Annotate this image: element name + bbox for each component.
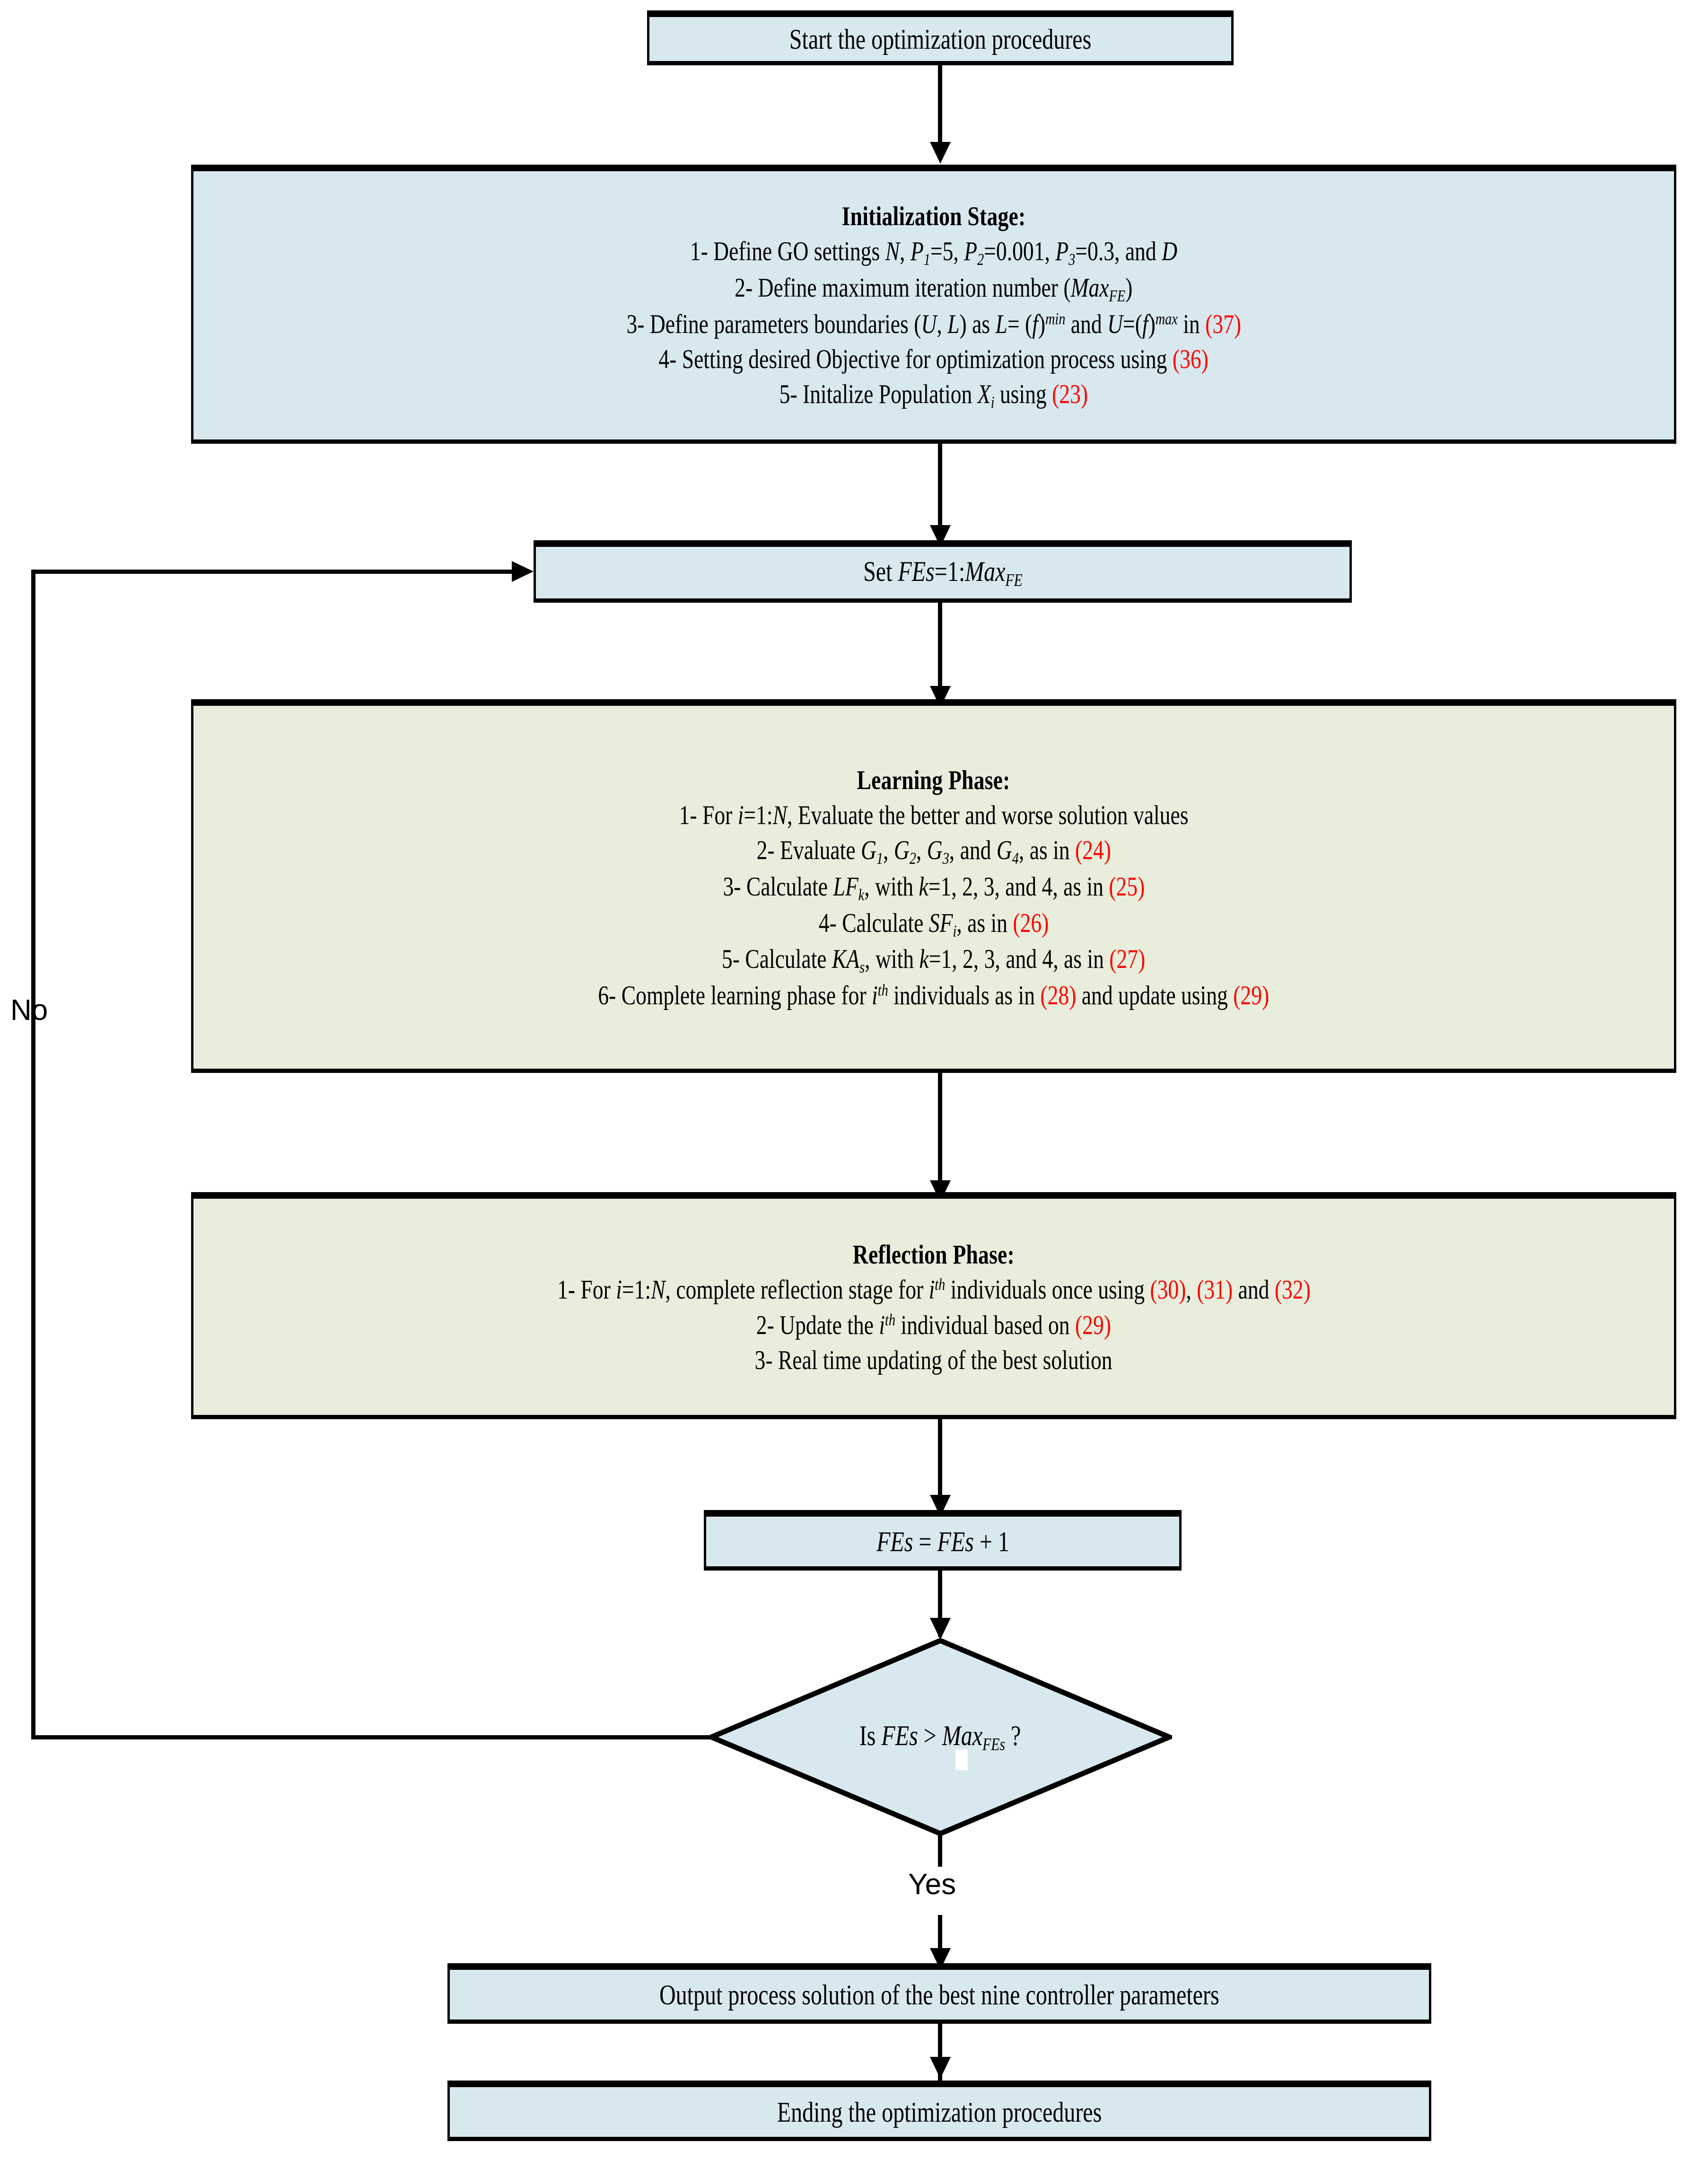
node-learning-phase-line-1: 1- For i=1:N, Evaluate the better and wo… — [679, 800, 1189, 830]
node-learning-phase-line-5: 5- Calculate KAs, with k=1, 2, 3, and 4,… — [722, 944, 1146, 977]
node-set-fes[interactable]: Set FEs=1:MaxFE — [534, 540, 1352, 603]
node-increment[interactable]: FEs = FEs + 1 — [704, 1510, 1182, 1571]
branch-label-no: No — [10, 994, 48, 1027]
node-decision-label: Is FEs > MaxFEs ? — [859, 1720, 1021, 1755]
node-end-label: Ending the optimization procedures — [777, 2096, 1102, 2128]
node-learning-phase-line-3: 3- Calculate LFk, with k=1, 2, 3, and 4,… — [723, 871, 1145, 904]
connector-start-to-init — [938, 65, 942, 153]
arrowhead-end — [930, 2057, 951, 2079]
connector-init-to-setfes — [938, 444, 942, 536]
node-initialization-line-4: 4- Setting desired Objective for optimiz… — [658, 344, 1209, 374]
node-initialization-title: Initialization Stage: — [841, 202, 1026, 232]
arrowhead-decision — [930, 1618, 951, 1640]
connector-yes-upper — [938, 1834, 942, 1867]
node-learning-phase-line-2: 2- Evaluate G1, G2, G3, and G4, as in (2… — [756, 835, 1111, 868]
node-learning-phase-line-4: 4- Calculate SFi, as in (26) — [818, 908, 1049, 940]
connector-setfes-to-learning — [938, 603, 942, 697]
node-reflection-phase-line-3: 3- Real time updating of the best soluti… — [754, 1345, 1113, 1375]
node-initialization-line-2: 2- Define maximum iteration number (MaxF… — [735, 273, 1133, 305]
arrowhead-no-into-setfes — [512, 561, 534, 582]
connector-learning-to-reflection — [938, 1073, 942, 1191]
node-decision[interactable]: Is FEs > MaxFEs ? — [709, 1638, 1172, 1836]
node-start-label: Start the optimization procedures — [789, 23, 1092, 55]
node-reflection-phase-title: Reflection Phase: — [852, 1240, 1015, 1270]
arrowhead-init — [930, 142, 951, 164]
connector-no-horizontal-top — [31, 570, 514, 574]
node-set-fes-label: Set FEs=1:MaxFE — [863, 556, 1023, 590]
node-initialization-line-5: 5- Initalize Population Xi using (23) — [779, 379, 1088, 412]
node-end[interactable]: Ending the optimization procedures — [447, 2081, 1431, 2141]
connector-output-to-end — [938, 2024, 942, 2081]
branch-label-yes: Yes — [908, 1868, 956, 1901]
node-reflection-phase-line-2: 2- Update the ith individual based on (2… — [756, 1310, 1112, 1340]
node-output[interactable]: Output process solution of the best nine… — [447, 1963, 1431, 2024]
connector-increment-to-decision — [938, 1571, 942, 1637]
connector-yes-lower — [938, 1915, 942, 1972]
node-learning-phase[interactable]: Learning Phase: 1- For i=1:N, Evaluate t… — [191, 699, 1676, 1073]
node-initialization-line-1: 1- Define GO settings N, P1=5, P2=0.001,… — [690, 237, 1178, 269]
node-initialization[interactable]: Initialization Stage: 1- Define GO setti… — [191, 165, 1676, 444]
node-output-label: Output process solution of the best nine… — [659, 1979, 1219, 2011]
node-reflection-phase-line-1: 1- For i=1:N, complete reflection stage … — [557, 1275, 1311, 1305]
node-increment-label: FEs = FEs + 1 — [876, 1526, 1009, 1557]
decision-render-artifact — [955, 1749, 968, 1770]
node-learning-phase-title: Learning Phase: — [857, 765, 1011, 795]
node-learning-phase-line-6: 6- Complete learning phase for ith indiv… — [598, 981, 1270, 1011]
node-reflection-phase[interactable]: Reflection Phase: 1- For i=1:N, complete… — [191, 1192, 1676, 1419]
connector-no-horizontal-bottom — [31, 1735, 712, 1739]
connector-no-vertical — [31, 570, 35, 1738]
connector-reflection-to-increment — [938, 1419, 942, 1509]
node-start[interactable]: Start the optimization procedures — [647, 10, 1234, 65]
node-initialization-line-3: 3- Define parameters boundaries (U, L) a… — [626, 309, 1241, 339]
